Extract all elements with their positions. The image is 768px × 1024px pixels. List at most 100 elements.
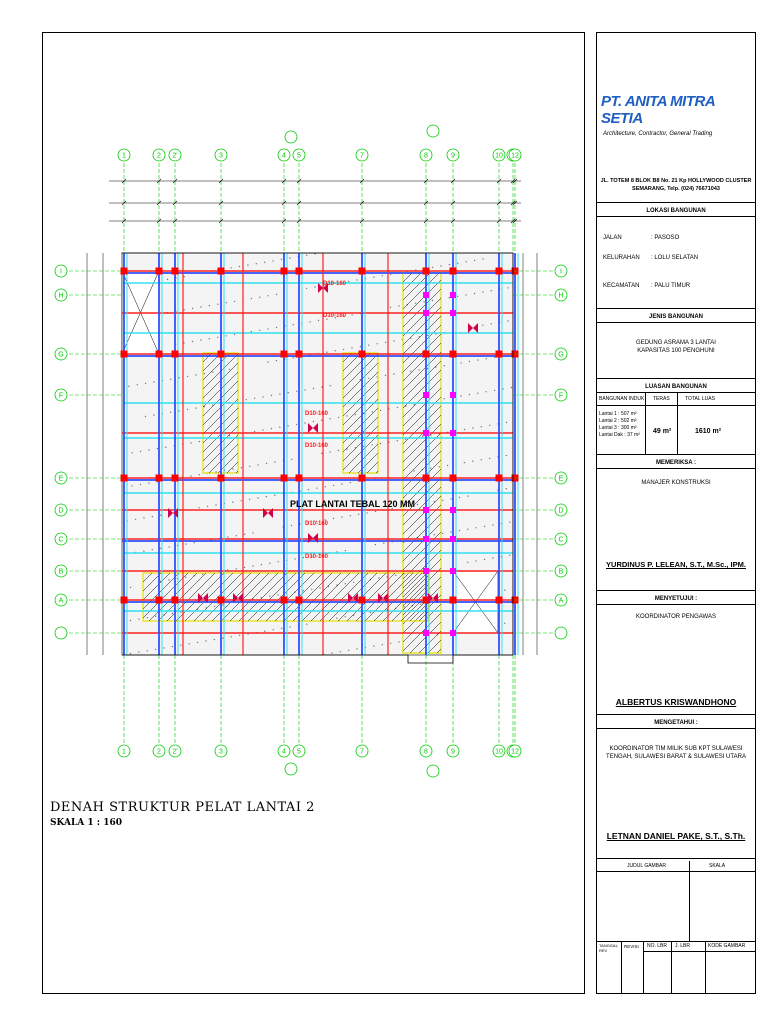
grid-bubble-bottom (214, 744, 228, 758)
jenis-header: JENIS BANGUNAN (597, 311, 755, 323)
column (295, 350, 303, 358)
slab-texture-dot (225, 302, 227, 304)
grid-label-bottom: 8 (424, 749, 428, 756)
stair-hatch-line (402, 576, 442, 616)
column-magenta (450, 292, 456, 298)
slab-texture-dot (292, 324, 294, 326)
slab-texture-dot (485, 358, 487, 360)
slab-texture-dot (510, 386, 513, 389)
footer-divider (597, 941, 755, 942)
slab-texture-dot (312, 420, 315, 423)
slab-texture-dot (388, 408, 390, 410)
slab-texture-dot (259, 296, 261, 298)
column-magenta (450, 430, 456, 436)
stair-hatch-line (402, 342, 442, 382)
slab-texture-dot (472, 427, 474, 429)
stair-hatch-line (402, 459, 442, 499)
slab-texture-dot (468, 360, 471, 363)
rebar-marker (468, 323, 478, 333)
company-section (597, 33, 755, 203)
grid-bubble-top-offset (284, 130, 298, 144)
slab-texture-dot (504, 622, 506, 624)
luasan-col-total: TOTAL LUAS (685, 396, 715, 402)
mengetahui-role-2: TENGAH, SULAWESI BARAT & SULAWESI UTARA (606, 754, 746, 760)
stair-hatch-line (402, 468, 442, 508)
column (217, 350, 225, 358)
slab-texture-dot (295, 423, 298, 426)
stair-hatch-line (342, 416, 379, 453)
jenis-section (597, 323, 755, 379)
slab-texture-dot (129, 652, 132, 655)
slab-texture-dot (390, 642, 392, 644)
slab-texture-dot (212, 371, 214, 373)
slab-texture-dot (477, 392, 479, 394)
slab-texture-dot (458, 496, 461, 499)
slab-texture-dot (180, 644, 182, 646)
grid-bubble-top (152, 148, 166, 162)
stair-hatch-line (283, 572, 333, 622)
dimension-tick (281, 178, 287, 184)
column (280, 596, 288, 604)
stair-hatch-line (402, 432, 442, 472)
column-magenta (450, 630, 456, 636)
slab-texture-dot (222, 604, 224, 606)
slab-texture-dot (465, 294, 467, 296)
grid-bubble-bottom (117, 744, 131, 758)
slab-texture-dot (225, 335, 227, 337)
slab-texture-dot (155, 615, 157, 617)
slab-texture-dot (321, 386, 323, 388)
grid-label-bottom: 2 (157, 749, 161, 756)
slab-texture-dot (408, 505, 410, 507)
rebar-marker (308, 533, 318, 543)
slab-texture-dot (146, 650, 148, 652)
slab-texture-dot (316, 520, 318, 522)
slab-texture-dot (148, 449, 150, 451)
slab-texture-dot (168, 546, 170, 548)
stair-hatch-line (229, 572, 279, 622)
title-block: PT. ANITA MITRA SETIA Architecture, Cont… (596, 32, 756, 994)
dimension-tick (121, 218, 127, 224)
slab-texture-dot (208, 304, 211, 307)
slab-texture-dot (198, 474, 200, 476)
rebar-marker (428, 593, 438, 603)
slab-texture-dot (191, 340, 194, 343)
company-address-2: SEMARANG, Telp. (024) 76671043 (632, 186, 720, 192)
stair-hatch-line (402, 612, 442, 652)
slab-texture-dot (346, 415, 348, 417)
stair-hatch-line (418, 630, 442, 654)
rebar-label: D10-160 (323, 281, 347, 287)
slab-texture-dot (230, 267, 232, 269)
jenis-line-2: KAPASITAS 100 PENGHUNI (637, 348, 715, 354)
rebar-marker (168, 508, 178, 518)
column (422, 596, 430, 604)
slab-texture-dot (208, 338, 210, 340)
stair-hatch-line (427, 639, 442, 654)
stair-hatch-line (402, 279, 442, 319)
stair-hatch-line (402, 513, 442, 553)
grid-label-right: F (559, 393, 563, 400)
grid-bubble-bottom (355, 744, 369, 758)
slab-texture-dot (257, 497, 259, 499)
slab-texture-dot (505, 488, 507, 490)
slab-texture-dot (203, 372, 206, 375)
grid-label-left: I (60, 269, 62, 276)
dimension-tick (450, 178, 456, 184)
column (495, 350, 503, 358)
slab-texture-dot (460, 362, 462, 364)
stair-hatch-line (402, 504, 442, 544)
slab-texture-dot (307, 488, 310, 491)
slab-texture-dot (291, 458, 293, 460)
slab-texture-dot (442, 499, 444, 501)
dimension-tick (450, 218, 456, 224)
slab-texture-dot (238, 265, 241, 268)
rebar-marker (378, 593, 388, 603)
stair-hatch-line (402, 441, 442, 481)
stair-hatch-line (402, 272, 440, 310)
slab-texture-dot (316, 487, 318, 489)
grid-label-top: 1 (122, 153, 126, 160)
grid-label-left: D (58, 508, 63, 515)
slab-texture-dot (431, 266, 434, 269)
column (295, 267, 303, 275)
slab-texture-dot (504, 589, 506, 591)
slab-texture-dot (353, 581, 355, 583)
